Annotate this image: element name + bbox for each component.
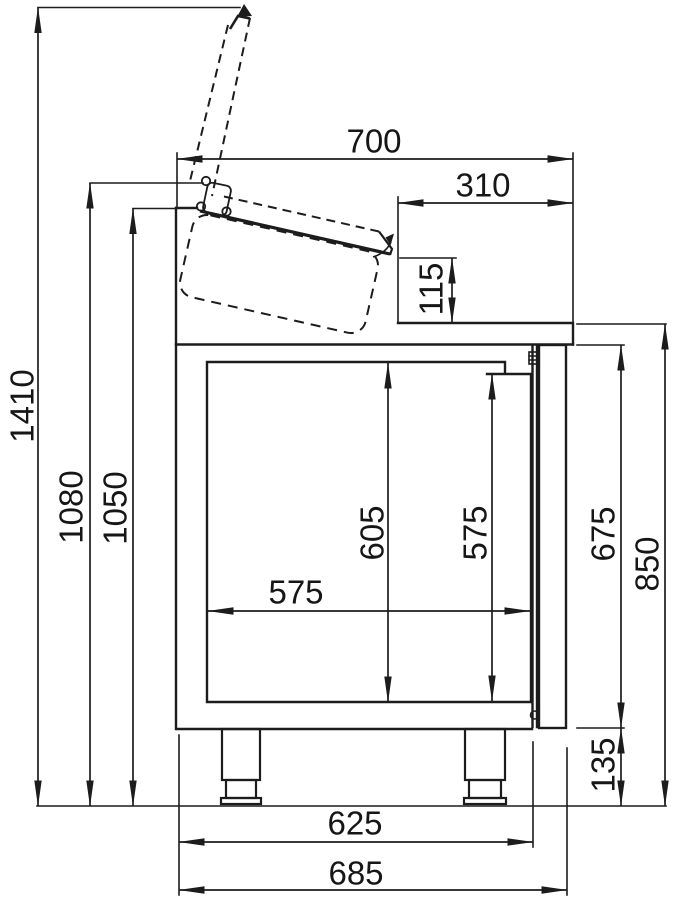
dim-label-body-depth: 625 [327,805,382,842]
closing-lid-top-edge [223,195,380,233]
lid-hinge [195,175,232,217]
hinge-screw-left [195,201,207,212]
extension-lines [36,6,667,896]
door-panel [537,343,568,730]
left-foot-base [219,796,263,806]
lid-ghost-outline [179,213,379,335]
lid-group [179,4,394,335]
dim-label-door-opening-height: 575 [457,505,494,560]
door-top-hinge-hatch [528,355,540,361]
dim-label-front-height: 675 [585,506,622,561]
dim-label-interior-height: 605 [354,505,391,560]
door [528,343,568,730]
hinge-screw-top [200,175,212,187]
dim-label-base-clearance: 135 [585,737,622,792]
dim-label-worktop-height: 850 [629,536,666,591]
worktop-top-line [396,321,575,346]
hinge-screw-right [221,206,232,217]
dim-label-lid-tip-setback: 310 [455,167,510,204]
right-foot-leg [463,727,507,782]
dimension-lines [34,7,669,894]
door-top-hinge [528,351,540,365]
dim-label-top-depth: 700 [346,123,401,160]
dim-label-overall-depth: 685 [328,855,383,892]
right-foot-base [462,796,508,806]
closing-lid-tip-bevel [378,230,394,256]
dim-label-hinge-height: 1080 [53,470,90,543]
dim-label-interior-depth: 575 [268,574,323,611]
dim-label-overall-height: 1410 [4,369,41,442]
lid-rotation-arrowhead [385,233,394,246]
open-lid-right-edge [211,17,251,197]
open-lid-top-cap [228,14,251,30]
dim-label-upstand-height: 1050 [97,471,134,544]
hinge-bracket [202,181,232,217]
interior-liner-outline [205,360,533,704]
feet [219,727,508,806]
left-foot-leg [220,727,262,782]
right-foot-body [467,778,503,800]
open-lid-swing-arrowhead [237,4,252,17]
cabinet-body-outline [174,206,575,731]
dimension-labels: 1410 1080 1050 700 310 115 605 575 575 6… [4,123,666,892]
left-foot-body [224,778,258,800]
door-bottom-hinge-pin [529,710,540,720]
open-lid-left-edge [189,24,229,182]
closing-lid-bottom-edge [199,209,391,256]
dim-label-lid-tip-rise: 115 [413,263,450,316]
